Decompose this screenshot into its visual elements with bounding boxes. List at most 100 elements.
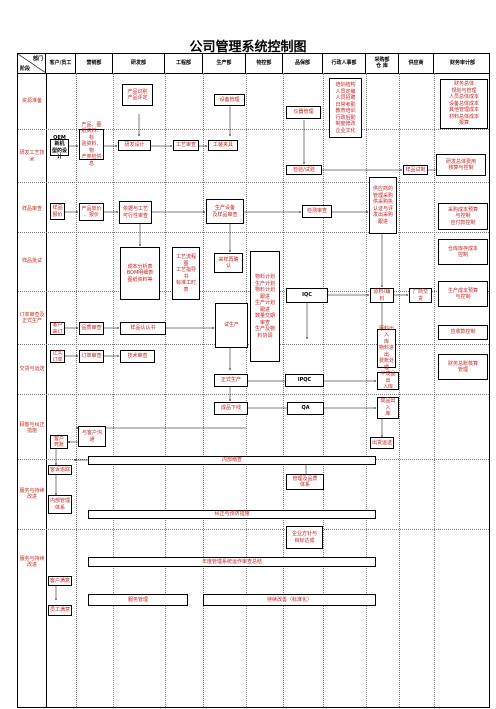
box-finance-plan: 财务总体 规划与管理 人员总体成本 设备总体成本 其他管理成本 材料总体成本 报…	[440, 79, 488, 129]
box-supplier-review: 供应商的 管理采购 供采购执 认证与评 发出采购 跟进	[369, 177, 397, 234]
row-divider	[18, 394, 489, 395]
corner-phase-label: 阶段	[20, 66, 31, 72]
row-divider	[18, 232, 489, 233]
col-supplier: 供应商	[399, 54, 434, 73]
box-process-review: 依据与工艺 可行性审查	[119, 201, 152, 224]
box-order-review: 订单审查	[79, 350, 104, 363]
box-tooling: 工装夹具	[208, 140, 238, 151]
box-prod-cost: 生产成本预算 与控制	[438, 281, 488, 307]
col-purchase: 采购部 仓 库	[366, 54, 399, 73]
phase-resource-prep: 资源准备	[21, 98, 42, 105]
box-quality-review: 品质审查	[79, 322, 104, 335]
col-divider	[46, 73, 47, 707]
col-customer: 客户/员工	[46, 54, 76, 73]
box-staff-survey: 员工满意	[48, 605, 72, 616]
box-finished-in: 成品下线	[214, 402, 248, 415]
col-divider	[366, 73, 367, 707]
box-receivable: 应收款控制	[438, 325, 488, 340]
col-divider	[113, 73, 114, 707]
box-continuous-improve: 持续改善（标准化）	[203, 594, 376, 606]
box-iqc: IQC	[286, 288, 328, 303]
box-product-drawing: 产品、图 纸资料、标 验资料、物 产类检供 息	[79, 122, 104, 167]
box-inspect-test: 检验/试验	[286, 165, 322, 175]
box-quality-statistics: 管理及品质 体系	[286, 474, 324, 490]
phase-service-1: 服务与持续改进	[19, 487, 45, 500]
box-instrument-mgmt: 仪器管理	[286, 106, 321, 119]
box-product-plan: 产品识别 产品评定	[122, 84, 153, 106]
col-divider	[76, 73, 77, 707]
box-process-flow: 工艺流程图 工艺指导书 标准工时表	[172, 247, 200, 300]
phase-rd-tech: 研发工艺技术	[19, 150, 45, 163]
col-sales: 营销部	[76, 54, 113, 73]
box-corrective: 纠正与预防措施	[88, 510, 376, 519]
box-tech-review: 技术审查	[120, 350, 155, 363]
col-divider	[165, 73, 166, 707]
box-sample-trial: 样品试制	[403, 165, 428, 175]
box-shipping: 出货运送	[370, 437, 394, 449]
col-divider	[246, 73, 247, 707]
corner-dept-label: 部门	[33, 56, 44, 62]
box-product-cost: 产品单价 、报价	[79, 203, 104, 221]
box-purchase-cost: 采购成本预算 与控制 应付款控制	[438, 203, 488, 230]
box-material-in: 原料出入 库 物料进出 费账处理	[377, 325, 396, 371]
box-sample-follow: 样品认认书	[120, 322, 166, 335]
box-rd-design: 研发设计	[118, 140, 151, 151]
box-equipment-mgmt: 设备管理	[214, 94, 245, 106]
box-sample-quote: 样品报价	[50, 203, 65, 220]
box-customer-complaint: 客户死账	[50, 435, 68, 449]
box-production-plan: 生产设备 及样品审查	[206, 199, 244, 224]
box-customer-order: 客户来订	[50, 322, 65, 335]
box-internal-mgmt: 内部管理 体系	[48, 495, 72, 514]
col-divider	[203, 73, 204, 707]
header-separator	[18, 73, 489, 74]
row-divider	[18, 182, 489, 183]
box-hr-training: 培训结构 人员定编 人员招聘 日常考勤 教育培训 行政后勤 制度修改 企业文化	[329, 78, 362, 138]
col-admin-hr: 行政人事部	[323, 54, 366, 73]
col-finance: 财务审计部	[449, 59, 475, 66]
col-material-control: 物控部	[246, 54, 283, 73]
phase-delivery: 交货与运送	[19, 365, 45, 372]
phase-service-2: 服务与持续改进	[19, 555, 45, 568]
box-inspect-review: 检测审查	[302, 205, 332, 218]
col-divider	[434, 73, 435, 707]
box-formal-order: 正式订单	[50, 350, 65, 363]
box-enterprise-goal: 企业方针与 目标达成	[286, 526, 323, 549]
box-finished-store: 成品出入 库	[377, 397, 399, 419]
box-trial-production: 试生产	[215, 303, 248, 348]
box-internal-audit: 内部稽查	[88, 456, 376, 465]
phase-order-production: 订单审查及正式生产	[19, 311, 45, 324]
col-engineering: 工程部	[165, 54, 203, 73]
row-divider	[18, 529, 489, 530]
phase-sample-trial: 样品批试	[21, 258, 42, 265]
box-semi-in: 半成品出 入库	[377, 371, 399, 390]
col-divider	[323, 73, 324, 707]
box-eng-review: 工艺审查	[173, 140, 199, 151]
box-ipqc: IPQC	[285, 374, 324, 387]
box-finance-account: 财务总账核算 管理	[438, 354, 488, 380]
box-sample-confirm: 来样再确 认	[214, 253, 243, 273]
box-supply-delivery: 厂商交货	[409, 288, 432, 303]
col-divider	[399, 73, 400, 707]
box-warehouse-cost: 仓库库存成本 控制	[438, 239, 488, 265]
box-oem: OEM新机 型的设计	[50, 134, 69, 160]
col-quality: 品保部	[283, 54, 323, 73]
box-customer-comm: 与客户沟 通	[78, 426, 106, 447]
corner-header	[18, 54, 46, 73]
phase-sample-review: 样品审查	[21, 205, 42, 212]
control-chart: 部门 阶段 客户/员工 营销部 研发部 工程部 生产部 物控部 品保部 行政人事…	[17, 53, 490, 708]
box-annual-review: 年度管理系统运作审查总结	[88, 557, 376, 567]
page-title: 公司管理系统控制图	[189, 40, 307, 55]
corner-diagonal	[18, 54, 46, 73]
box-finance-cost: 研发总体费用 核算与控制	[436, 154, 486, 176]
box-service-mgmt: 服务管理	[88, 594, 188, 606]
box-customer-survey: 客户满意	[48, 576, 72, 586]
col-rd: 研发部	[113, 54, 165, 73]
box-cost-bom: 成本分析表 BOM明细表 图纸资料等	[120, 247, 160, 300]
box-material-plan: 物料计划 生产计划 物料计划 跟进 生产计划 跟进 数量交期 审查 生产及物 料…	[250, 251, 280, 362]
row-divider	[18, 129, 489, 130]
col-divider	[283, 73, 284, 707]
box-material-purchase: 原料/辅料	[370, 288, 394, 303]
box-qa: QA	[287, 402, 324, 415]
col-production: 生产部	[203, 54, 246, 73]
box-formal-production: 正式生产	[214, 374, 248, 387]
